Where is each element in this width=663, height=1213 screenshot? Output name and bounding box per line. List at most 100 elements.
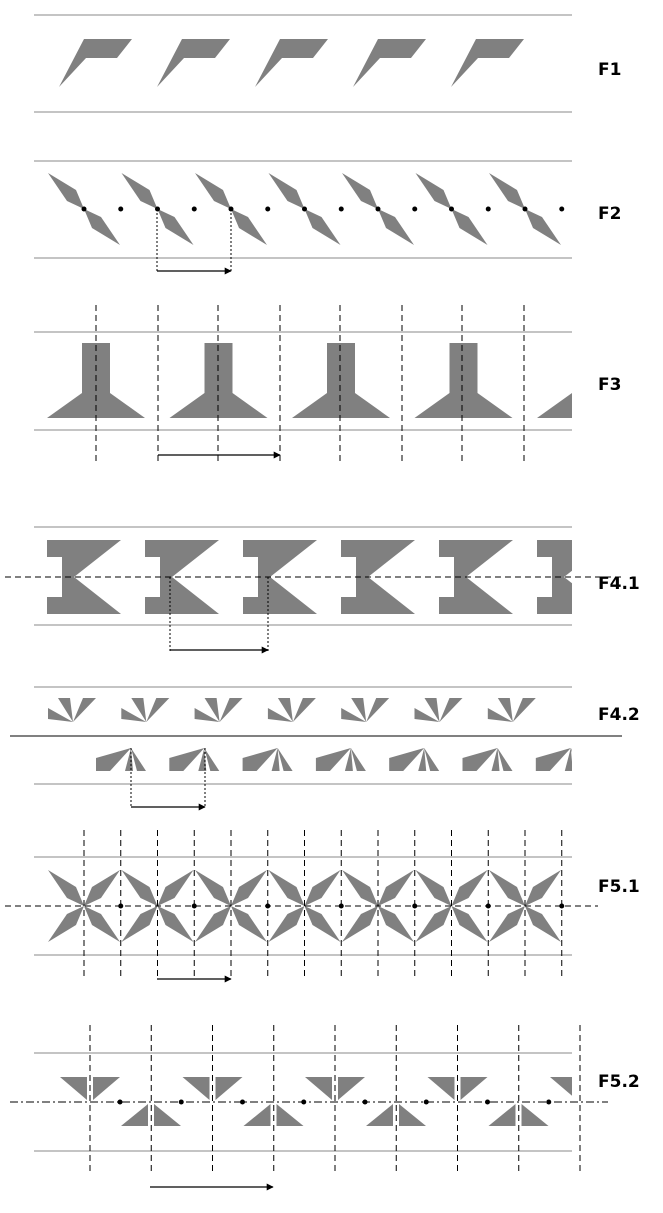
f4-1-motif xyxy=(439,540,513,614)
f5-1-blade xyxy=(378,870,414,906)
f1-motif xyxy=(255,39,328,87)
f5-2-triangle xyxy=(215,1077,243,1100)
label-f3: F3 xyxy=(598,375,622,395)
f5-2-triangle xyxy=(521,1104,549,1126)
f2-rotation-center xyxy=(338,206,344,212)
f4-2-wedge xyxy=(351,698,367,722)
f2-rotation-center xyxy=(302,206,307,212)
f2-blade xyxy=(451,209,488,245)
f5-1-rotation-center xyxy=(191,903,197,909)
f2-rotation-center xyxy=(449,206,454,212)
f5-1-blade xyxy=(525,906,561,942)
f4-2-wedge xyxy=(497,748,513,771)
label-f4-1: F4.1 xyxy=(598,574,640,594)
f4-2-wedge xyxy=(131,748,146,771)
f5-2-triangle xyxy=(182,1077,210,1100)
f4-2-wedge xyxy=(512,698,536,722)
f4-2-wedge xyxy=(462,748,498,771)
f5-1-blade xyxy=(525,870,561,906)
f4-2-wedge xyxy=(48,708,73,722)
f5-1-blade xyxy=(304,870,341,906)
f5-2-triangle xyxy=(644,1104,663,1126)
f4-1-motifs xyxy=(47,540,572,614)
f5-2-rotation-center xyxy=(240,1099,245,1105)
f5-2-triangle xyxy=(611,1104,638,1126)
f4-2-wedge xyxy=(535,748,571,771)
f5-2-triangle xyxy=(305,1077,332,1100)
f5-1-blade xyxy=(268,870,305,906)
f2-blade xyxy=(48,173,84,209)
label-f5-2: F5.2 xyxy=(598,1072,640,1092)
f3-base xyxy=(414,393,513,418)
f5-2-rotation-center xyxy=(423,1099,429,1105)
f4-2-wedge xyxy=(491,748,500,771)
f4-2-wedge xyxy=(418,748,427,771)
f5-1-blade xyxy=(48,870,84,906)
f4-2-wedge xyxy=(146,698,170,722)
f4-2-wedge xyxy=(341,708,367,722)
f2-blade xyxy=(489,173,525,209)
f4-2-wedge xyxy=(344,748,353,771)
f4-2-wedge xyxy=(73,698,96,722)
f2-blade xyxy=(84,209,120,245)
f5-2-triangle xyxy=(399,1104,426,1126)
f5-1-blade xyxy=(121,906,158,942)
f5-1-blade xyxy=(48,906,84,942)
f5-2-triangle xyxy=(121,1104,148,1126)
f4-2-wedge xyxy=(242,748,278,771)
f5-2-rotation-center xyxy=(362,1099,368,1105)
f5-2-triangle xyxy=(427,1077,455,1100)
f5-1-rotation-center xyxy=(412,903,418,909)
f5-1-rotation-center xyxy=(265,903,271,909)
f3-stem xyxy=(327,343,355,393)
f5-1-blade xyxy=(195,906,231,942)
f5-2-triangle xyxy=(550,1077,572,1096)
f3-base xyxy=(292,393,390,418)
f5-2-triangle xyxy=(93,1077,120,1100)
f5-1-blade xyxy=(342,870,378,906)
f4-2-wedge xyxy=(198,748,207,771)
f4-1-motif xyxy=(243,540,317,614)
label-f4-2: F4.2 xyxy=(598,705,640,725)
f5-2-triangle xyxy=(60,1077,87,1100)
f4-2-wedge xyxy=(121,708,147,722)
f5-2-motifs xyxy=(60,1077,663,1126)
f1-motif xyxy=(353,39,426,87)
f4-1-motif xyxy=(341,540,415,614)
f4-2-wedge xyxy=(366,698,390,722)
f2-rotation-center xyxy=(375,206,381,212)
f5-1-blade xyxy=(231,870,267,906)
f5-1-blade xyxy=(342,906,378,942)
f5-2-triangle xyxy=(460,1077,488,1100)
f4-2-wedge xyxy=(414,708,440,722)
label-f2: F2 xyxy=(598,204,622,224)
f5-1-blade xyxy=(157,906,194,942)
f2-rotation-center xyxy=(412,206,418,212)
f4-2-motifs-lower xyxy=(96,748,572,771)
f4-2-wedge xyxy=(219,698,243,722)
f4-2-wedge xyxy=(424,748,440,771)
f1-motif xyxy=(59,39,132,87)
f5-1-blade xyxy=(231,906,267,942)
f2-rotation-center xyxy=(118,206,124,212)
f5-2-rotation-center xyxy=(485,1099,490,1105)
f3-stem xyxy=(449,343,478,393)
f3-base xyxy=(537,393,572,418)
f1-motifs xyxy=(59,39,524,87)
f2-blade xyxy=(342,173,378,209)
f2-blade xyxy=(121,173,158,209)
f4-2-wedge xyxy=(131,698,147,722)
f4-1-motif xyxy=(145,540,219,614)
f5-1-blade xyxy=(84,870,120,906)
f4-2-wedge xyxy=(564,748,572,771)
f5-1-blade xyxy=(304,906,341,942)
f5-2-rotation-center xyxy=(178,1099,184,1105)
f2-blade xyxy=(157,209,194,245)
f4-1-motif xyxy=(47,540,121,614)
f2-rotation-center xyxy=(191,206,197,212)
f5-1-motifs xyxy=(48,870,561,942)
f2-blade xyxy=(195,173,231,209)
f5-1-blade xyxy=(415,906,452,942)
f4-2-wedge xyxy=(292,698,316,722)
f5-1-rotation-center xyxy=(559,903,565,909)
